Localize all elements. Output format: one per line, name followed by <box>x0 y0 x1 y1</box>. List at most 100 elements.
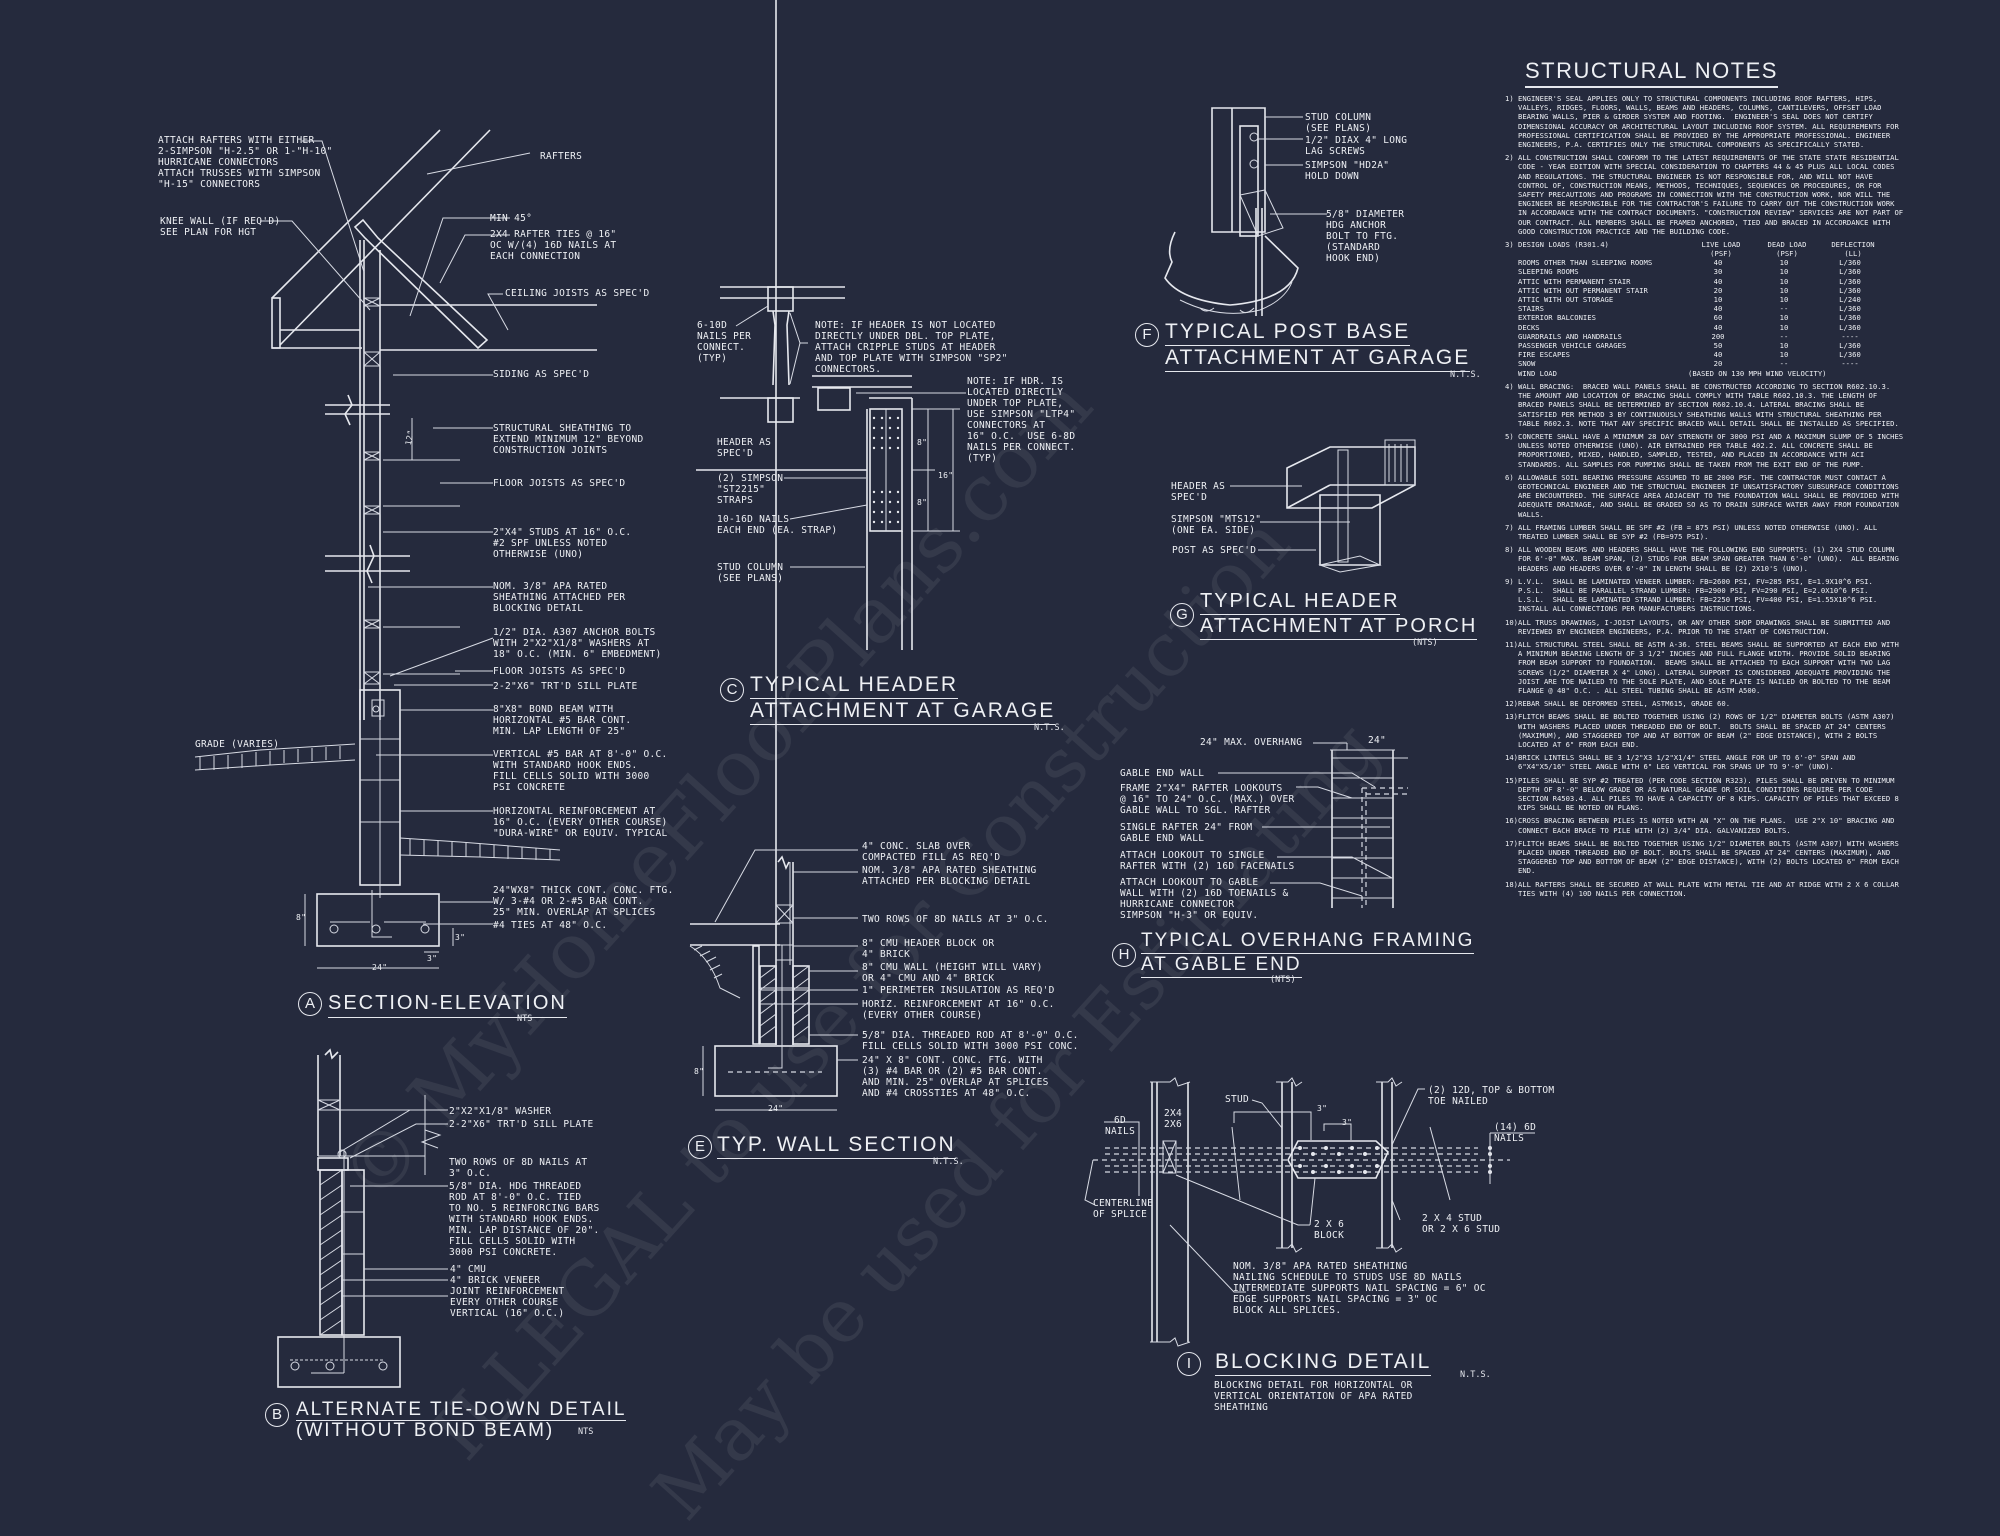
detail-marker-i: I <box>1177 1352 1201 1376</box>
label-floor-joists-2: FLOOR JOISTS AS SPEC'D <box>493 666 626 677</box>
load-occupancy: SLEEPING ROOMS <box>1518 267 1579 277</box>
load-occupancy: PASSENGER VEHICLE GARAGES <box>1518 341 1627 351</box>
load-occupancy: STAIRS <box>1518 304 1544 314</box>
drawing-sheet: © MyHomeFloorPlans.com ILLEGAL to use fo… <box>158 0 1905 1536</box>
note-number: 7) <box>1505 522 1514 532</box>
wind-load-label: WIND LOAD <box>1518 368 1557 378</box>
detail-h-title-line1: TYPICAL OVERHANG FRAMING <box>1141 930 1475 954</box>
note-text: BRICK LINTELS SHALL BE 3 1/2"x3 1/2"x1/4… <box>1518 753 1860 772</box>
label-siding: SIDING AS SPEC'D <box>493 369 590 380</box>
label-gable-wall: GABLE END WALL <box>1120 768 1205 779</box>
note-14: 14)BRICK LINTELS SHALL BE 3 1/2"x3 1/2"x… <box>1505 753 1905 771</box>
design-loads-header: LIVE LOAD (PSF) <box>1701 240 1741 259</box>
label-block: 2 X 6 BLOCK <box>1314 1219 1345 1241</box>
label-dim-3b: 3" <box>427 954 438 963</box>
note-text: CROSS BRACING BETWEEN PILES IS NOTED WIT… <box>1518 816 1899 835</box>
note-text: REBAR SHALL BE DEFORMED STEEL, ASTM615, … <box>1518 699 1731 709</box>
detail-i-scale: N.T.S. <box>1460 1370 1491 1380</box>
label-dim-16: 16" <box>938 471 954 480</box>
note-16: 16)CROSS BRACING BETWEEN PILES IS NOTED … <box>1505 816 1905 834</box>
detail-c-title-line1: TYPICAL HEADER <box>750 673 959 699</box>
note-text: ENGINEER'S SEAL APPLIES ONLY TO STRUCTUR… <box>1518 94 1904 150</box>
detail-b-drawing <box>277 1048 448 1388</box>
detail-e-drawing <box>689 0 858 1111</box>
dead-load: -- <box>1779 359 1789 369</box>
note-number: 12) <box>1505 699 1518 709</box>
label-ties: #4 TIES AT 48" O.C. <box>493 920 608 931</box>
note-5: 5) CONCRETE SHALL HAVE A MINIMUM 28 DAY S… <box>1505 432 1905 469</box>
label-rafter-attach: ATTACH RAFTERS WITH EITHER 2-SIMPSON "H-… <box>158 135 333 190</box>
note-11: 11)ALL STRUCTURAL STEEL SHALL BE ASTM A-… <box>1505 640 1905 695</box>
detail-f-title-line1: TYPICAL POST BASE <box>1165 320 1411 346</box>
deflection: L/360 <box>1839 276 1861 286</box>
label-dim-3a: 3" <box>1317 1104 1328 1113</box>
note-number: 6) <box>1505 472 1514 482</box>
label-rod: 5/8" DIA. THREADED ROD AT 8'-0" O.C. FIL… <box>862 1030 1079 1052</box>
label-floor-joists-1: FLOOR JOISTS AS SPEC'D <box>493 478 626 489</box>
label-min45: MIN 45° <box>490 213 533 224</box>
label-schedule: NOM. 3/8" APA RATED SHEATHING NAILING SC… <box>1233 1261 1486 1316</box>
detail-marker-c: C <box>720 678 744 702</box>
deflection: L/360 <box>1839 304 1861 314</box>
label-stud-column: STUD COLUMN (SEE PLANS) <box>717 562 784 584</box>
note-number: 5) <box>1505 431 1514 441</box>
design-loads-header: DEFLECTION (LL) <box>1831 240 1875 259</box>
label-nails-6d: 6d NAILS <box>1105 1115 1136 1137</box>
note-number: 2) <box>1505 153 1514 163</box>
note-text: ALL WOODEN BEAMS AND HEADERS SHALL HAVE … <box>1518 545 1904 573</box>
label-dim-24: 24" <box>768 1104 784 1113</box>
detail-c-title-line2: ATTACHMENT AT GARAGE <box>750 699 1056 725</box>
label-anchor-bolts: 1/2" DIA. A307 ANCHOR BOLTS WITH 2"x2"x1… <box>493 627 662 660</box>
live-load: 10 <box>1713 295 1723 305</box>
load-occupancy: GUARDRAILS AND HANDRAILS <box>1518 331 1622 341</box>
label-nails-10d: 6-10d NAILS PER CONNECT. (TYP) <box>697 320 752 364</box>
live-load: 40 <box>1713 322 1723 332</box>
note-1: 1)ENGINEER'S SEAL APPLIES ONLY TO STRUCT… <box>1505 94 1905 149</box>
label-slab: 4" CONC. SLAB OVER COMPACTED FILL AS REQ… <box>862 841 1001 863</box>
label-threaded-rod: 5/8" DIA. HDG THREADED ROD AT 8'-0" O.C.… <box>449 1181 600 1258</box>
detail-i-title: BLOCKING DETAIL <box>1215 1349 1432 1376</box>
dead-load: 10 <box>1779 341 1789 351</box>
note-number: 3) <box>1505 240 1514 250</box>
note-number: 4) <box>1505 381 1514 391</box>
label-horiz-reinf: HORIZ. REINFORCEMENT AT 16" O.C. (EVERY … <box>862 999 1055 1021</box>
note-text: ALL RAFTERS SHALL BE SECURED AT WALL PLA… <box>1518 879 1904 898</box>
label-dim-24: 24" <box>372 963 388 972</box>
detail-g-scale: (NTS) <box>1412 638 1438 648</box>
note-12: 12)REBAR SHALL BE DEFORMED STEEL, ASTM61… <box>1505 699 1905 708</box>
note-text: FLITCH BEAMS SHALL BE BOLTED TOGETHER US… <box>1518 838 1904 876</box>
note-text: CONCRETE SHALL HAVE A MINIMUM 28 DAY STR… <box>1518 431 1908 469</box>
live-load: 40 <box>1713 350 1723 360</box>
note-18: 18)ALL RAFTERS SHALL BE SECURED AT WALL … <box>1505 880 1905 898</box>
dead-load: 10 <box>1779 276 1789 286</box>
detail-i-title-text: BLOCKING DETAIL <box>1215 1349 1432 1376</box>
structural-notes-title: STRUCTURAL NOTES <box>1525 58 1778 88</box>
label-dim-8b: 8" <box>917 498 928 507</box>
live-load: 20 <box>1713 359 1723 369</box>
label-strap: SIMPSON "MTS12" (ONE EA. SIDE) <box>1171 514 1262 536</box>
label-lag-screws: 1/2" DIAx 4" LONG LAG SCREWS <box>1305 135 1408 157</box>
note-3: 3)DESIGN LOADS (R301.4) <box>1505 240 1905 249</box>
note-number: 17) <box>1505 838 1518 848</box>
label-brick: 4" BRICK VENEER <box>450 1275 541 1286</box>
label-nails-14: (14) 6d NAILS <box>1494 1122 1537 1144</box>
label-dim-24: 24" <box>1368 735 1387 746</box>
label-ceiling-joists: CEILING JOISTS AS SPEC'D <box>505 288 650 299</box>
label-anchor-bolt: 5/8" DIAMETER HDG ANCHOR BOLT TO FTG. (S… <box>1326 209 1405 264</box>
detail-a-scale: NTS <box>517 1014 533 1024</box>
label-dim-3b: 3" <box>1342 1118 1353 1127</box>
detail-c-drawing <box>696 286 966 650</box>
live-load: 20 <box>1713 285 1723 295</box>
dead-load: -- <box>1779 331 1789 341</box>
detail-a-title-text: SECTION-ELEVATION <box>328 991 567 1018</box>
note-4: 4)WALL BRACING: BRACED WALL PANELS SHALL… <box>1505 382 1905 428</box>
label-hold-down: SIMPSON "HD2A" HOLD DOWN <box>1305 160 1390 182</box>
label-rafters: RAFTERS <box>540 151 583 162</box>
note-number: 10) <box>1505 617 1518 627</box>
detail-linework <box>194 0 1535 1388</box>
